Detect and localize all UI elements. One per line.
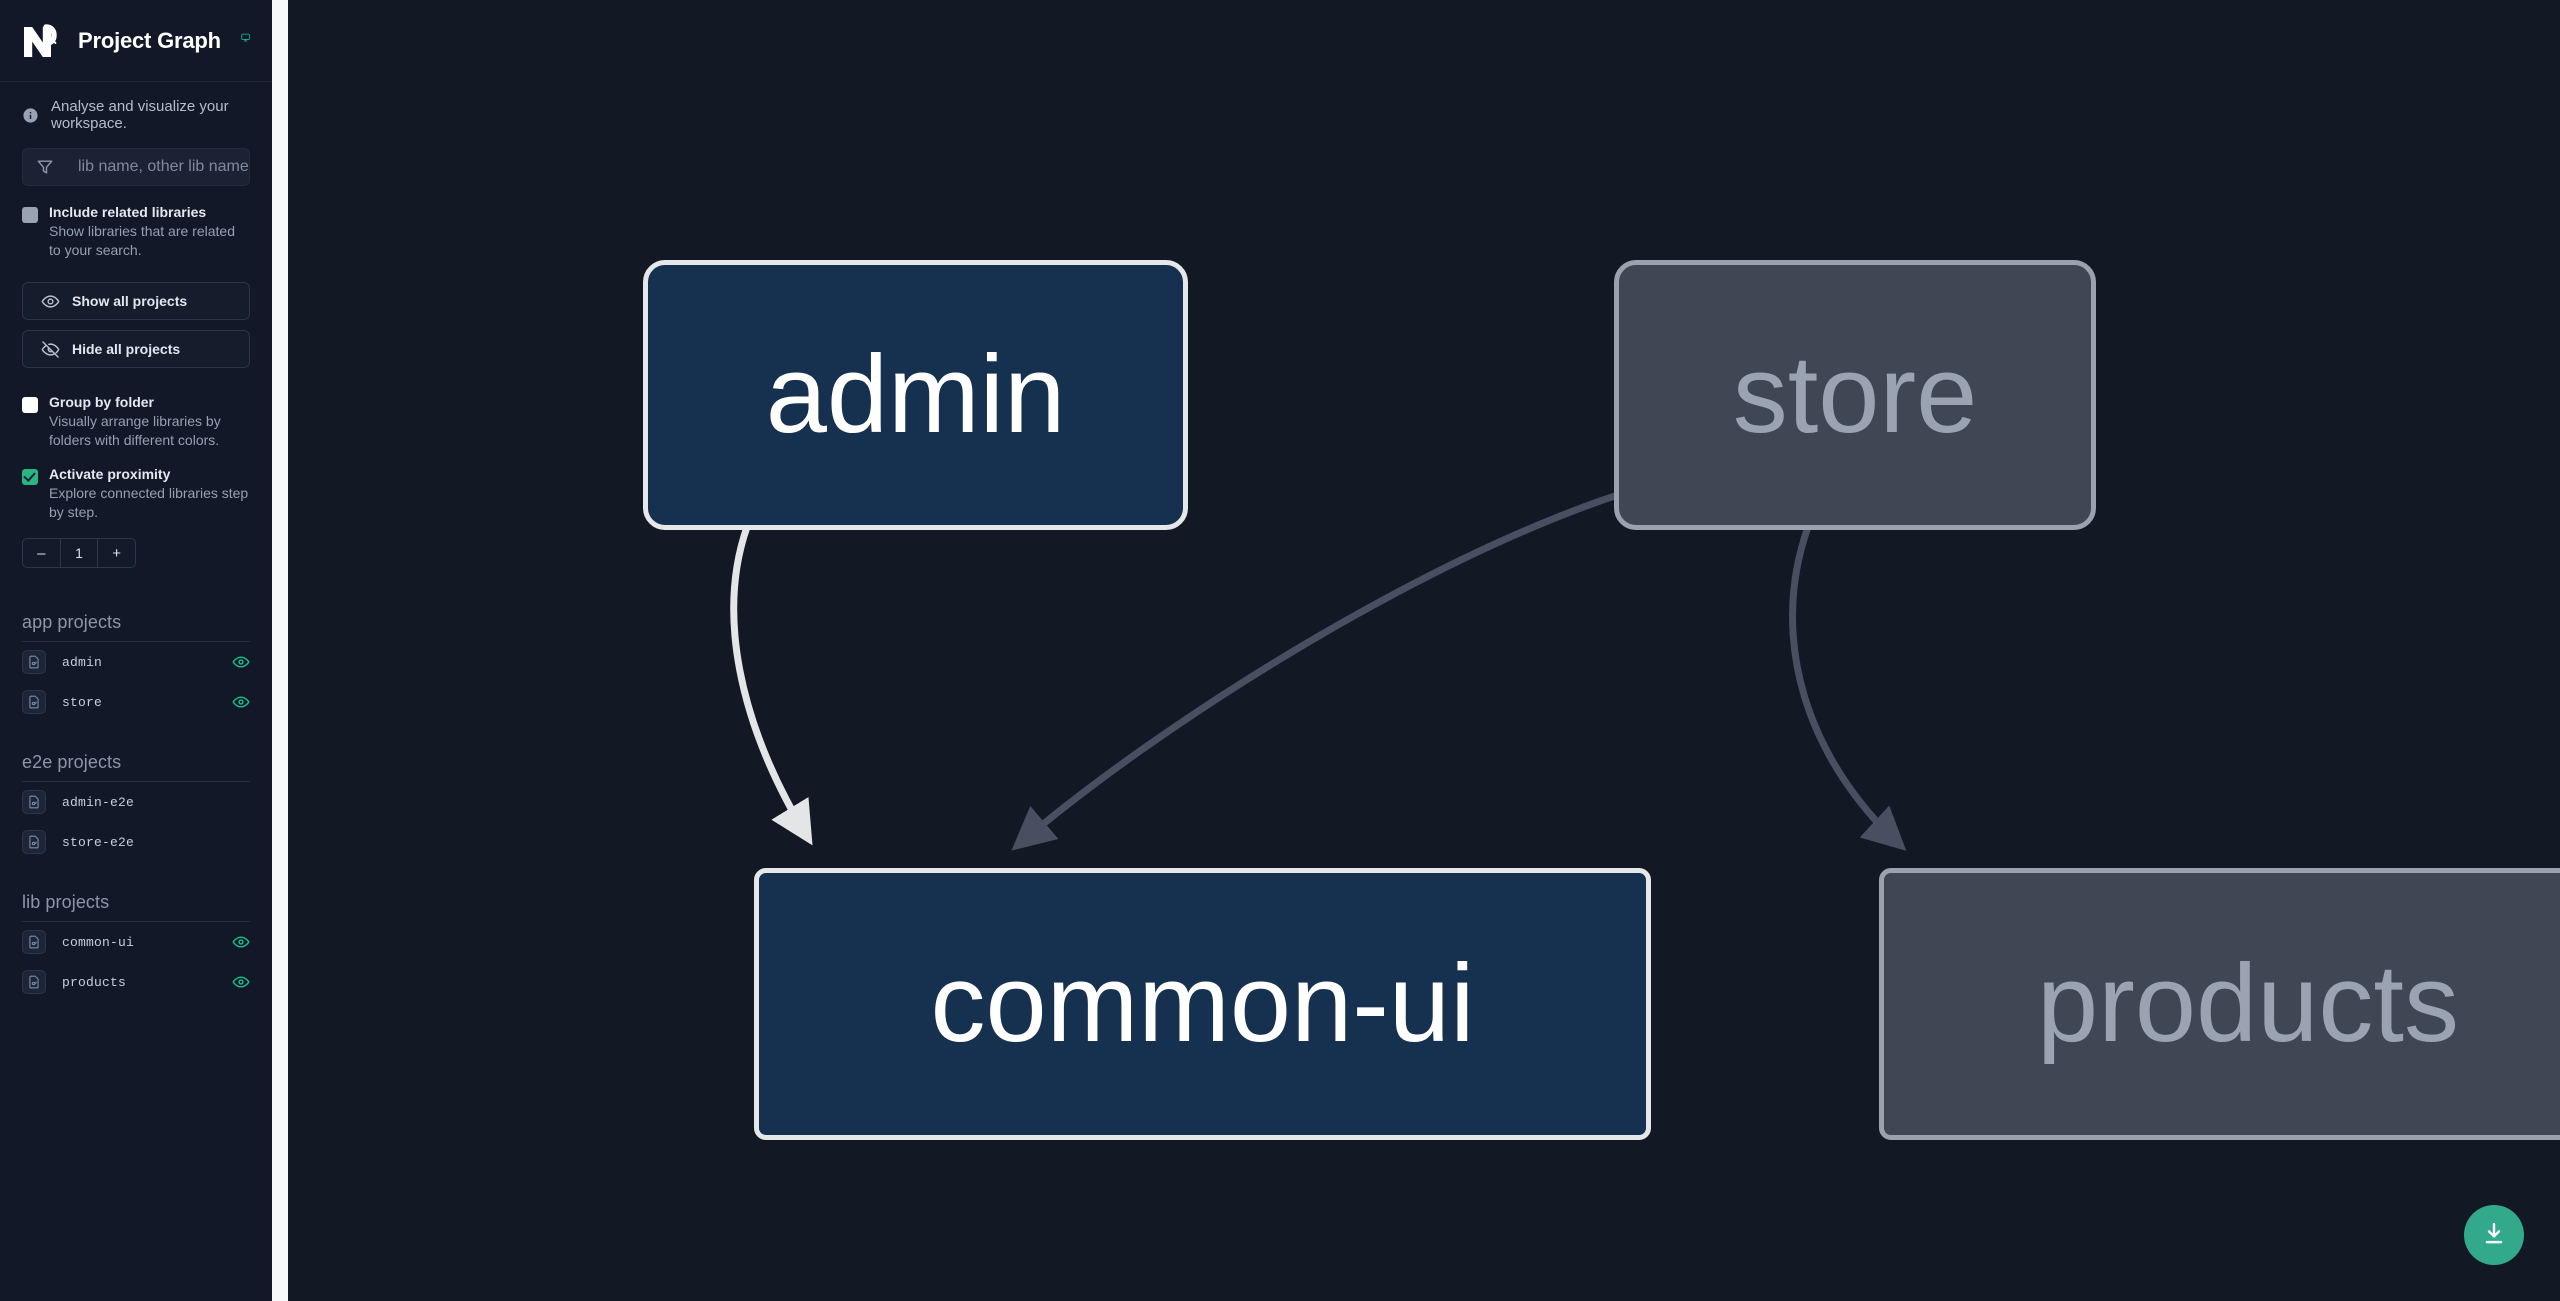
graph-node-admin[interactable]: admin <box>643 260 1188 530</box>
project-section-heading: e2e projects <box>22 752 250 782</box>
show-all-projects-button[interactable]: Show all projects <box>22 282 250 320</box>
include-related-description: Show libraries that are related to your … <box>49 223 235 258</box>
info-icon <box>22 107 39 124</box>
project-section-lib: lib projects common-ui <box>0 892 272 1002</box>
graph-node-common-ui[interactable]: common-ui <box>754 868 1651 1140</box>
project-row-common-ui[interactable]: common-ui <box>22 922 250 962</box>
visibility-buttons: Show all projects Hide all projects <box>0 260 272 368</box>
activate-proximity-label: Activate proximity <box>49 466 171 482</box>
project-name: admin-e2e <box>62 794 135 810</box>
eye-icon[interactable] <box>232 973 250 991</box>
project-row-admin[interactable]: admin <box>22 642 250 682</box>
activate-proximity-description: Explore connected libraries step by step… <box>49 485 249 520</box>
monitor-icon[interactable] <box>241 30 250 52</box>
sidebar-scrollbar[interactable] <box>272 0 288 1301</box>
project-file-icon <box>22 930 46 954</box>
group-by-folder-label: Group by folder <box>49 394 154 410</box>
project-name: products <box>62 974 127 990</box>
graph-canvas[interactable]: admin store common-ui products <box>288 0 2560 1301</box>
graph-node-label: store <box>1732 333 1978 456</box>
option-group-by-folder[interactable]: Group by folder Visually arrange librari… <box>0 368 272 450</box>
group-by-folder-description: Visually arrange libraries by folders wi… <box>49 413 221 448</box>
show-all-projects-label: Show all projects <box>72 293 188 309</box>
option-include-related[interactable]: Include related libraries Show libraries… <box>0 186 272 260</box>
project-file-icon <box>22 790 46 814</box>
eye-off-icon <box>41 340 60 359</box>
eye-icon <box>41 292 60 311</box>
tagline: Analyse and visualize your workspace. <box>0 82 272 146</box>
project-row-admin-e2e[interactable]: admin-e2e <box>22 782 250 822</box>
edge-store-to-products <box>1789 525 1907 851</box>
project-section-app: app projects admin <box>0 612 272 722</box>
project-section-heading: lib projects <box>22 892 250 922</box>
edge-admin-to-common-ui <box>730 525 813 846</box>
tagline-text: Analyse and visualize your workspace. <box>51 98 229 132</box>
hide-all-projects-button[interactable]: Hide all projects <box>22 330 250 368</box>
search-container <box>0 146 272 186</box>
graph-node-label: common-ui <box>930 942 1475 1065</box>
search-input[interactable] <box>66 158 249 176</box>
activate-proximity-checkbox[interactable] <box>22 469 38 485</box>
graph-node-label: products <box>2037 942 2459 1065</box>
project-file-icon <box>22 830 46 854</box>
project-row-products[interactable]: products <box>22 962 250 1002</box>
eye-icon[interactable] <box>232 693 250 711</box>
eye-icon[interactable] <box>232 653 250 671</box>
group-by-folder-checkbox[interactable] <box>22 397 38 413</box>
hide-all-projects-label: Hide all projects <box>72 341 181 357</box>
project-file-icon <box>22 690 46 714</box>
graph-node-label: admin <box>765 333 1066 456</box>
filter-icon <box>35 157 55 177</box>
download-graph-button[interactable] <box>2464 1205 2524 1265</box>
project-section-heading: app projects <box>22 612 250 642</box>
sidebar: Project Graph Analyse and visualize your… <box>0 0 272 1301</box>
project-file-icon <box>22 650 46 674</box>
proximity-value: 1 <box>59 539 99 567</box>
proximity-increment-button[interactable]: + <box>112 544 122 562</box>
download-icon <box>2481 1221 2507 1250</box>
project-name: store-e2e <box>62 834 135 850</box>
project-name: common-ui <box>62 934 135 950</box>
nx-logo-icon <box>22 21 64 61</box>
project-section-e2e: e2e projects admin-e2e <box>0 752 272 862</box>
project-name: store <box>62 694 103 710</box>
sidebar-header: Project Graph <box>0 0 272 82</box>
project-name: admin <box>62 654 103 670</box>
proximity-stepper: – 1 + <box>22 538 136 568</box>
graph-node-store[interactable]: store <box>1614 260 2096 530</box>
include-related-checkbox[interactable] <box>22 207 38 223</box>
page-title: Project Graph <box>78 27 221 53</box>
eye-icon[interactable] <box>232 933 250 951</box>
graph-node-products[interactable]: products <box>1879 868 2560 1140</box>
project-row-store[interactable]: store <box>22 682 250 722</box>
include-related-label: Include related libraries <box>49 204 207 220</box>
search-box[interactable] <box>22 148 250 186</box>
project-row-store-e2e[interactable]: store-e2e <box>22 822 250 862</box>
project-file-icon <box>22 970 46 994</box>
option-activate-proximity[interactable]: Activate proximity Explore connected lib… <box>0 450 272 522</box>
proximity-decrement-button[interactable]: – <box>37 544 46 562</box>
